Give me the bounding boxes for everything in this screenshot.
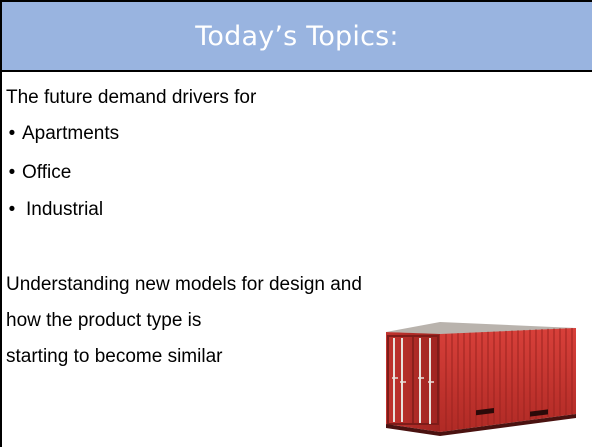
bullet-item-industrial: • Industrial (2, 199, 103, 221)
shipping-container-image (380, 318, 578, 438)
bullet-text: Office (22, 162, 72, 183)
paragraph-line-3: starting to become similar (6, 346, 223, 367)
bullet-item-apartments: • Apartments (2, 123, 119, 145)
bullet-item-office: • Office (2, 162, 72, 184)
title-bar: Today’s Topics: (2, 0, 592, 72)
bullet-text: Industrial (26, 199, 104, 220)
bullet-marker: • (8, 199, 16, 220)
paragraph-line-2: how the product type is (6, 310, 202, 331)
bullet-text: Apartments (22, 123, 120, 144)
bullet-marker: • (8, 123, 16, 144)
slide-title: Today’s Topics: (195, 20, 399, 52)
shipping-container-icon (386, 322, 576, 436)
intro-text: The future demand drivers for (6, 87, 257, 108)
bullet-marker: • (8, 162, 16, 183)
paragraph-line-1: Understanding new models for design and (6, 274, 362, 295)
